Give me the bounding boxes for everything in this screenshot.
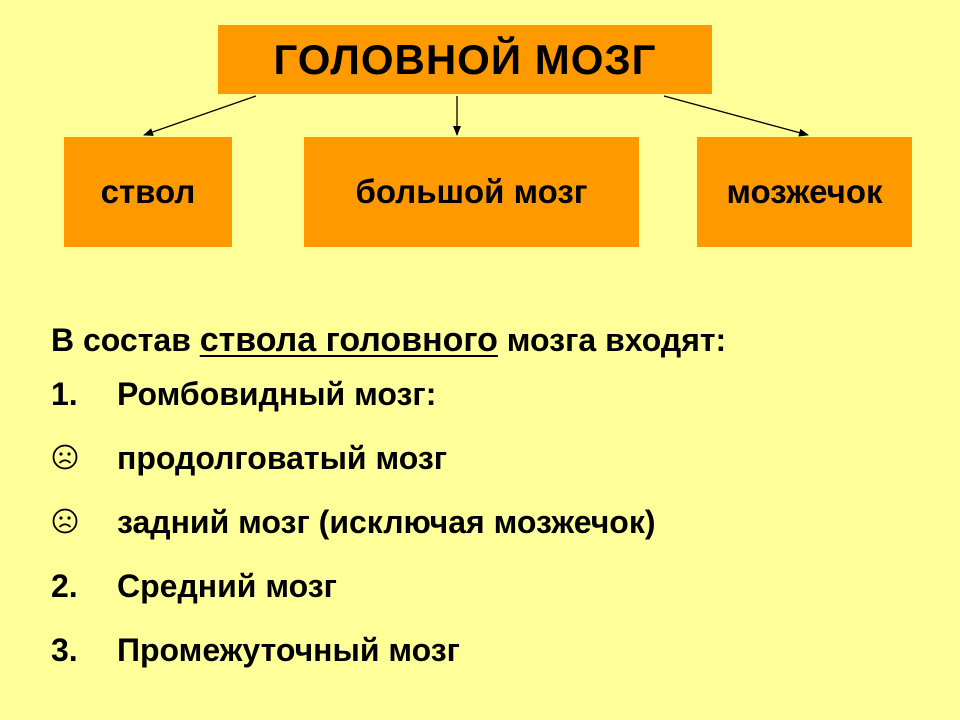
root-node-label: ГОЛОВНОЙ МОЗГ	[273, 35, 657, 83]
child-node-stem: ствол	[64, 137, 232, 247]
sad-face-icon	[52, 444, 78, 470]
list-item-label: задний мозг (исключая мозжечок)	[117, 504, 656, 540]
list-item-label: Ромбовидный мозг:	[117, 376, 437, 412]
list-number: 2.	[51, 568, 78, 604]
child-node-cerebellum: мозжечок	[697, 137, 912, 247]
sad-face-icon	[52, 508, 78, 534]
arrow-to-cerebellum	[663, 95, 809, 137]
list-item: задний мозг (исключая мозжечок)	[51, 491, 931, 554]
intro-prefix: В состав	[51, 322, 200, 358]
list-number: 3.	[51, 632, 78, 668]
list-item: 2. Средний мозг	[51, 555, 931, 618]
intro-emphasis: ствола головного	[199, 321, 498, 359]
brainstem-description: В состав ствола головного мозга входят: …	[51, 318, 931, 682]
list-item: 3. Промежуточный мозг	[51, 619, 931, 682]
list-item-label: продолговатый мозг	[117, 440, 448, 476]
intro-suffix: мозга входят:	[497, 322, 727, 358]
child-node-label: мозжечок	[726, 173, 883, 210]
list-item-label: Промежуточный мозг	[117, 632, 460, 668]
list-number: 1.	[51, 376, 78, 412]
list-item: 1. Ромбовидный мозг:	[51, 363, 931, 426]
child-node-cerebrum: большой мозг	[304, 137, 639, 247]
child-node-label: большой мозг	[355, 173, 588, 210]
arrow-to-stem	[143, 95, 257, 136]
list-item-label: Средний мозг	[117, 568, 337, 604]
child-node-label: ствол	[100, 173, 196, 210]
intro-sentence: В состав ствола головного мозга входят:	[51, 318, 931, 362]
root-node-brain: ГОЛОВНОЙ МОЗГ	[218, 25, 712, 94]
list-item: продолговатый мозг	[51, 427, 931, 490]
